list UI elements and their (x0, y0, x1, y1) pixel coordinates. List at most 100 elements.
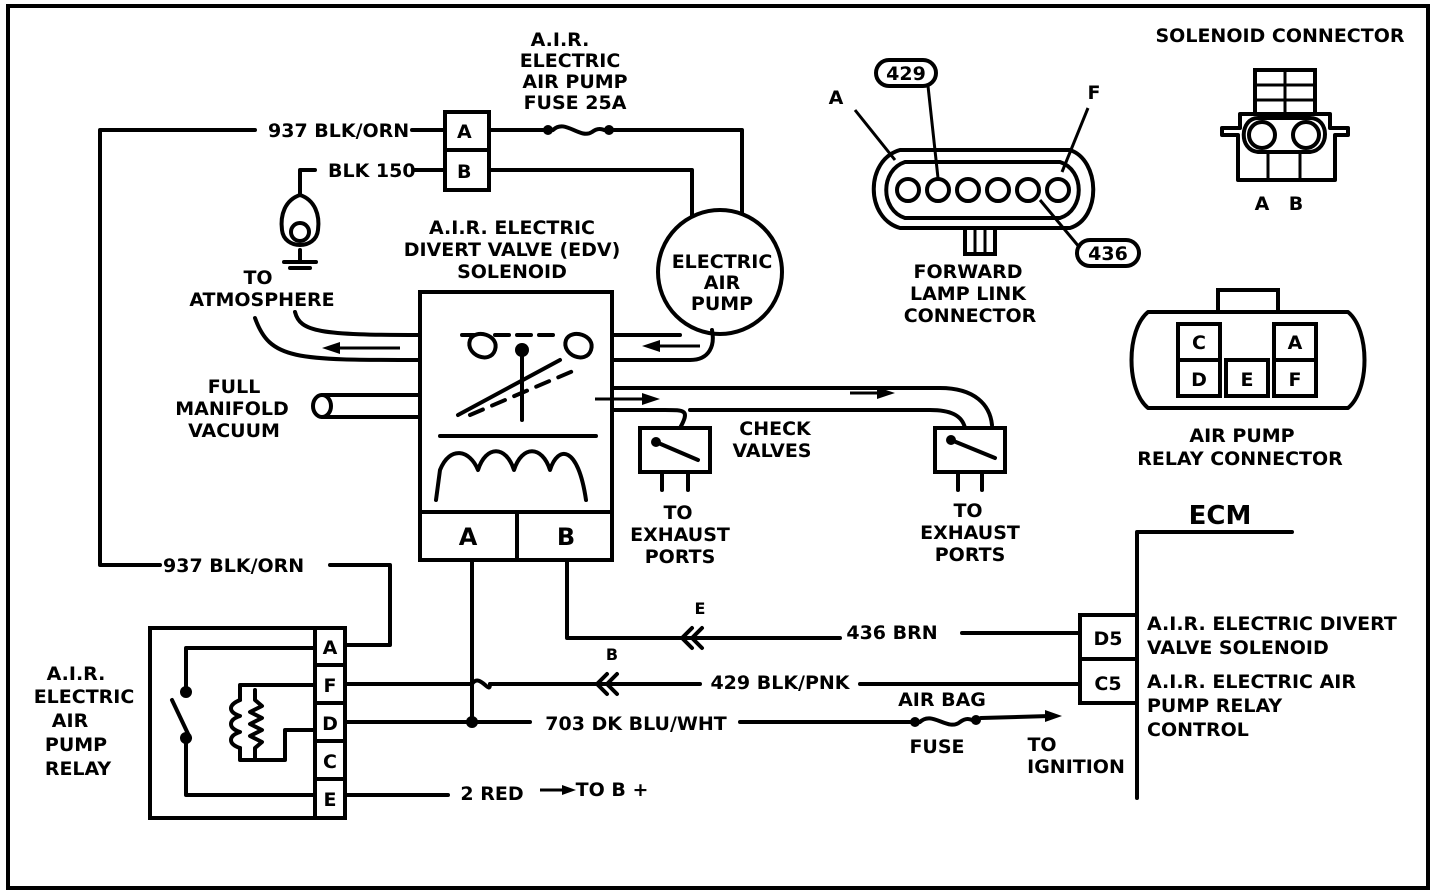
ecm-pin-c5: C5 (1094, 673, 1121, 695)
wire-fuse-to-pump (487, 124, 744, 217)
relay-conn-label-1: AIR PUMP (1189, 425, 1294, 447)
wire-429-letter: B (606, 645, 618, 664)
fwd-label-1: FORWARD (914, 261, 1023, 283)
exhaust-1-to: TO (663, 502, 692, 524)
ecm-label: ECM (1189, 501, 1252, 531)
exhaust-1-label-2: PORTS (645, 546, 716, 568)
solenoid-connector-title: SOLENOID CONNECTOR (1156, 25, 1405, 47)
airbag-fuse-label-1: AIR BAG (898, 689, 986, 711)
pump-label-1: ELECTRIC (672, 251, 773, 273)
label-wire-937-bottom: 937 BLK/ORN (163, 555, 304, 577)
c5-desc-3: CONTROL (1147, 719, 1249, 741)
solenoid-connector (1220, 68, 1350, 182)
edv-label-2: DIVERT VALVE (EDV) (404, 239, 621, 261)
ecm-pin-d5: D5 (1094, 628, 1123, 650)
pump-label-2: AIR (704, 272, 741, 294)
vacuum-label-1: FULL (208, 376, 261, 398)
relay-label-2: ELECTRIC (34, 686, 135, 708)
vacuum-port (311, 393, 422, 419)
relay-conn-pin-f: F (1289, 369, 1302, 391)
relay-label-3: AIR (52, 710, 89, 732)
relay-pin-e: E (324, 789, 337, 811)
relay-pin-f: F (324, 675, 337, 697)
label-wire-429: 429 BLK/PNK (710, 672, 850, 694)
d5-desc-1: A.I.R. ELECTRIC DIVERT (1147, 613, 1397, 635)
airbag-fuse-label-2: FUSE (909, 736, 964, 758)
wire-703 (343, 710, 1062, 727)
tag-429-label: 429 (886, 63, 926, 85)
pump-label-3: PUMP (691, 293, 753, 315)
tag-429 (874, 58, 938, 88)
forward-lamp-link-connector (853, 85, 1096, 256)
relay-label-4: PUMP (45, 734, 107, 756)
d5-desc-2: VALVE SOLENOID (1147, 637, 1329, 659)
atmosphere-label-1: TO (243, 267, 272, 289)
relay-conn-pin-d: D (1191, 369, 1207, 391)
relay-internals (170, 646, 317, 797)
relay-conn-pin-a: A (1288, 332, 1303, 354)
label-wire-blk150: BLK 150 (328, 160, 416, 182)
wire-b-to-pump (487, 168, 694, 224)
check-valve-2 (933, 426, 1007, 492)
ignition-label-1: TO (1027, 734, 1056, 756)
check-valves-label-1: CHECK (739, 418, 812, 440)
tag-436-label: 436 (1088, 243, 1128, 265)
ecm-outline (1135, 530, 1294, 800)
valve-internals (434, 331, 598, 502)
relay-pin-c: C (323, 751, 337, 773)
exhaust-2-label-2: PORTS (935, 544, 1006, 566)
fuse-title-1: A.I.R. (531, 29, 590, 51)
relay-label-5: RELAY (45, 758, 112, 780)
exhaust-2-to: TO (953, 500, 982, 522)
tag-436 (1075, 238, 1141, 268)
check-valve-line (595, 386, 994, 430)
fwd-pin-f-label: F (1088, 82, 1101, 104)
relay-pin-a: A (323, 637, 338, 659)
relay-pin-d: D (322, 713, 338, 735)
vacuum-label-3: VACUUM (188, 420, 280, 442)
ignition-label-2: IGNITION (1027, 756, 1125, 778)
relay-conn-pin-e: E (1241, 369, 1254, 391)
splice-dot (466, 716, 478, 728)
check-valve-1 (638, 426, 712, 492)
fuse-connector-pin-b: B (457, 161, 471, 183)
edv-label-1: A.I.R. ELECTRIC (429, 217, 595, 239)
relay-label-1: A.I.R. (47, 663, 106, 685)
air-passage-top (253, 310, 715, 362)
fuse-connector-pin-a: A (457, 121, 472, 143)
label-wire-436: 436 BRN (846, 622, 937, 644)
exhaust-1-label-1: EXHAUST (630, 524, 730, 546)
edv-pin-b: B (557, 523, 575, 551)
solenoid-pin-b: B (1289, 193, 1303, 215)
lamp-icon (279, 193, 321, 270)
label-wire-703: 703 DK BLU/WHT (545, 713, 727, 735)
diagram-border (6, 4, 1430, 890)
label-to-bplus: TO B + (576, 779, 649, 801)
wire-436 (565, 558, 1082, 650)
fwd-label-3: CONNECTOR (904, 305, 1037, 327)
wire-blk150 (298, 168, 317, 197)
electric-air-pump (656, 208, 784, 336)
vacuum-label-2: MANIFOLD (175, 398, 289, 420)
wire-429 (343, 672, 1082, 696)
atmosphere-label-2: ATMOSPHERE (189, 289, 334, 311)
label-wire-937-top: 937 BLK/ORN (268, 120, 409, 142)
edv-label-3: SOLENOID (457, 261, 567, 283)
air-pump-relay-connector (1129, 288, 1367, 410)
relay-conn-label-2: RELAY CONNECTOR (1137, 448, 1343, 470)
wire-937-loop (98, 128, 447, 647)
fuse-title-4: FUSE 25A (524, 92, 627, 114)
fuse-title-3: AIR PUMP (522, 71, 627, 93)
fwd-label-2: LAMP LINK (910, 283, 1027, 305)
solenoid-pin-a: A (1255, 193, 1270, 215)
relay-conn-pin-c: C (1192, 332, 1206, 354)
c5-desc-2: PUMP RELAY (1147, 695, 1282, 717)
wire-436-letter: E (695, 599, 706, 618)
label-wire-2-red: 2 RED (460, 783, 523, 805)
exhaust-2-label-1: EXHAUST (920, 522, 1020, 544)
check-valves-label-2: VALVES (733, 440, 812, 462)
c5-desc-1: A.I.R. ELECTRIC AIR (1147, 671, 1356, 693)
fuse-title-2: ELECTRIC (520, 50, 621, 72)
fwd-pin-a-label: A (829, 87, 844, 109)
